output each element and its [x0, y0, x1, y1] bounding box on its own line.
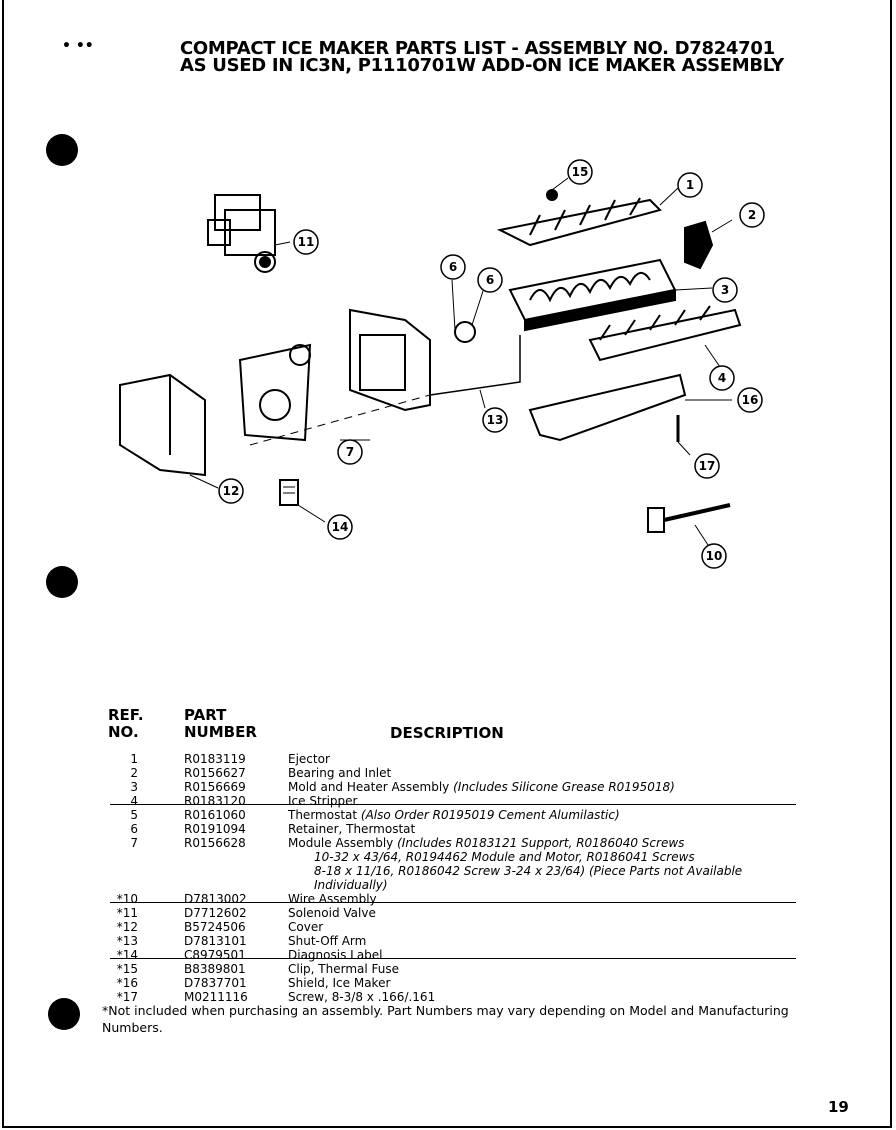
- callout-11: 11: [298, 235, 315, 249]
- solenoid-valve-drawing: [207, 194, 291, 273]
- page-title: COMPACT ICE MAKER PARTS LIST - ASSEMBLY …: [180, 38, 800, 76]
- table-row-continued: 8-18 x 11/16, R0186042 Screw 3-24 x 23/6…: [314, 864, 743, 878]
- callout-16: 16: [742, 393, 759, 407]
- callout-1: 1: [686, 178, 694, 192]
- table-row-continued: 10-32 x 43/64, R0194462 Module and Motor…: [314, 850, 695, 864]
- ejector-drawing: [496, 187, 679, 247]
- screw-drawing: [676, 415, 691, 456]
- shut-off-arm-drawing: [429, 335, 521, 409]
- callout-6a: 6: [449, 260, 457, 274]
- callout-6b: 6: [486, 273, 494, 287]
- module-assembly-drawing: [238, 308, 431, 446]
- page-number: 19: [828, 1098, 849, 1116]
- callout-17: 17: [699, 459, 716, 473]
- callout-3: 3: [721, 283, 729, 297]
- callout-2: 2: [748, 208, 756, 222]
- callout-10: 10: [706, 549, 723, 563]
- top-marks: • ••: [62, 38, 94, 54]
- bearing-inlet-drawing: [684, 219, 733, 270]
- ref-header-line2: NO.: [108, 723, 139, 741]
- title-line-2: AS USED IN IC3N, P1110701W ADD-ON ICE MA…: [180, 55, 784, 76]
- table-row-continued: Individually): [314, 878, 388, 892]
- callout-15: 15: [572, 165, 589, 179]
- part-number-header: PART NUMBER: [184, 707, 257, 741]
- shield-drawing: [528, 373, 732, 442]
- cover-drawing: [119, 373, 219, 489]
- ref-no-header: REF. NO.: [108, 707, 144, 741]
- binder-hole-middle: [46, 566, 78, 598]
- thermostat-drawing: [451, 279, 486, 343]
- mold-heater-drawing: [508, 258, 713, 332]
- group-divider: [110, 902, 796, 903]
- diagnosis-label-drawing: [279, 479, 326, 523]
- part-header-line1: PART: [184, 706, 227, 724]
- exploded-parts-diagram: 11 15 1 2 6 6 3 4 16 13 7 17 12 14 10: [119, 159, 765, 569]
- wire-assembly-drawing: [647, 503, 731, 546]
- callout-7: 7: [346, 445, 354, 459]
- description-header: DESCRIPTION: [390, 724, 504, 742]
- callout-14: 14: [332, 520, 349, 534]
- thermal-fuse-clip-drawing: [546, 177, 569, 201]
- ref-header-line1: REF.: [108, 706, 144, 724]
- part-header-line2: NUMBER: [184, 723, 257, 741]
- callout-4: 4: [718, 371, 726, 385]
- title-line-1: COMPACT ICE MAKER PARTS LIST - ASSEMBLY …: [180, 38, 775, 59]
- binder-hole-bottom: [48, 998, 80, 1030]
- footnote: *Not included when purchasing an assembl…: [102, 1003, 789, 1035]
- binder-hole-top: [46, 134, 78, 166]
- callout-12: 12: [223, 484, 240, 498]
- group-divider: [110, 958, 796, 959]
- group-divider: [110, 804, 796, 805]
- callout-13: 13: [487, 413, 504, 427]
- ice-stripper-drawing: [588, 305, 742, 371]
